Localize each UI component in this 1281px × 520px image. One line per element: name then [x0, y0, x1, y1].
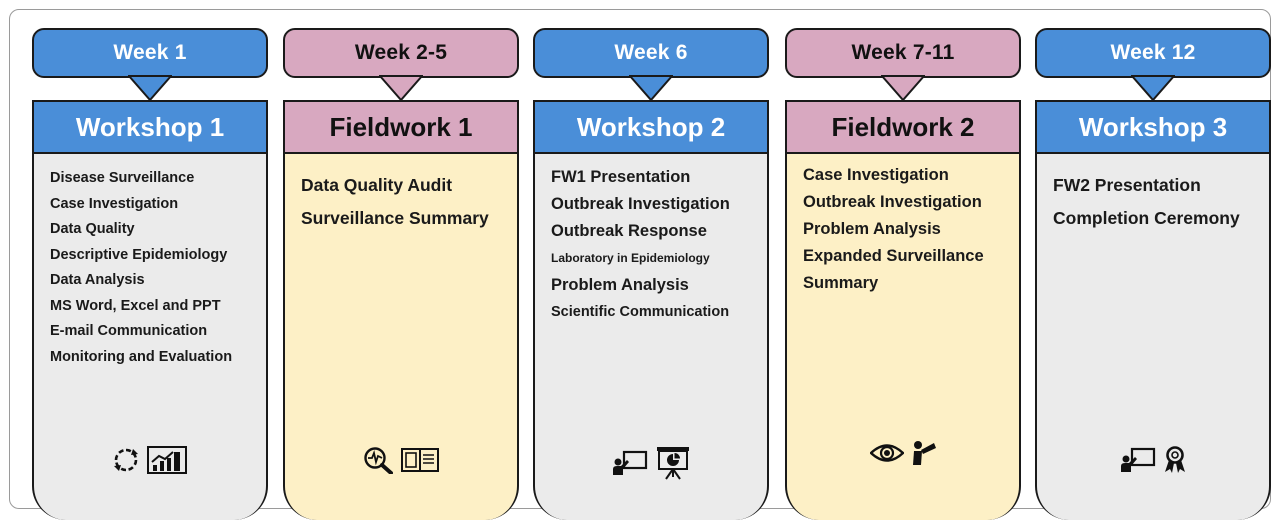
week-label: Week 1 — [32, 28, 268, 78]
arrow-down-icon — [128, 75, 172, 101]
person-telescope-icon — [913, 441, 936, 465]
column-workshop-1: Week 1 Workshop 1 Disease Surveillance C… — [32, 28, 268, 520]
topic-item: MS Word, Excel and PPT — [50, 297, 221, 314]
week-label: Week 12 — [1035, 28, 1271, 78]
topic-list: Data Quality Audit Surveillance Summary — [285, 154, 517, 235]
column-workshop-2: Week 6 Workshop 2 FW1 Presentation Outbr… — [533, 28, 769, 520]
icon-row — [34, 446, 266, 474]
topic-item: FW2 Presentation — [1053, 175, 1201, 195]
topic-list: FW2 Presentation Completion Ceremony — [1037, 154, 1269, 235]
phase-card: Workshop 2 FW1 Presentation Outbreak Inv… — [533, 100, 769, 520]
topic-item: FW1 Presentation — [551, 168, 691, 186]
week-label: Week 2-5 — [283, 28, 519, 78]
topic-item: Problem Analysis — [803, 220, 941, 238]
topic-item: Scientific Communication — [551, 304, 730, 320]
presenter-board-icon — [1121, 447, 1156, 472]
topic-item: Problem Analysis — [551, 276, 689, 294]
bar-chart-icon — [147, 446, 187, 474]
topic-item: Completion Ceremony — [1053, 208, 1240, 228]
phase-card: Fieldwork 2 Case Investigation Outbreak … — [785, 100, 1021, 520]
column-fieldwork-2: Week 7-11 Fieldwork 2 Case Investigation… — [785, 28, 1021, 520]
topic-item: Data Quality Audit — [301, 175, 453, 195]
week-label: Week 7-11 — [785, 28, 1021, 78]
arrow-down-icon — [379, 75, 423, 101]
topic-item: Disease Surveillance — [50, 170, 195, 186]
topic-item: Data Quality — [50, 221, 135, 237]
week-label: Week 6 — [533, 28, 769, 78]
award-ribbon-icon — [1165, 446, 1185, 473]
column-workshop-3: Week 12 Workshop 3 FW2 Presentation Comp… — [1035, 28, 1271, 520]
phase-card: Workshop 1 Disease Surveillance Case Inv… — [32, 100, 268, 520]
arrow-down-icon — [629, 75, 673, 101]
phase-card: Fieldwork 1 Data Quality Audit Surveilla… — [283, 100, 519, 520]
topic-item: Surveillance Summary — [301, 208, 489, 228]
topic-item: Data Analysis — [50, 272, 145, 288]
topic-item: Monitoring and Evaluation — [50, 348, 233, 365]
topic-item: Summary — [803, 274, 879, 292]
column-fieldwork-1: Week 2-5 Fieldwork 1 Data Quality Audit … — [283, 28, 519, 520]
presentation-easel-icon — [657, 447, 689, 480]
topic-list: Case Investigation Outbreak Investigatio… — [787, 154, 1019, 297]
topic-item: Outbreak Response — [551, 222, 707, 240]
eye-icon — [870, 444, 904, 462]
phase-title: Fieldwork 2 — [787, 102, 1019, 154]
topic-item: Outbreak Investigation — [551, 195, 730, 213]
topic-list: FW1 Presentation Outbreak Investigation … — [535, 154, 767, 326]
phase-card: Workshop 3 FW2 Presentation Completion C… — [1035, 100, 1271, 520]
topic-item: Case Investigation — [803, 166, 949, 184]
icon-row — [787, 440, 1019, 466]
icon-row — [285, 446, 517, 474]
open-book-icon — [401, 448, 439, 472]
topic-item: Expanded Surveillance — [803, 247, 984, 265]
arrow-down-icon — [1131, 75, 1175, 101]
topic-item: Outbreak Investigation — [803, 193, 982, 211]
topic-item: Descriptive Epidemiology — [50, 246, 228, 263]
phase-title: Fieldwork 1 — [285, 102, 517, 154]
phase-title: Workshop 3 — [1037, 102, 1269, 154]
phase-title: Workshop 1 — [34, 102, 266, 154]
magnifier-pulse-icon — [364, 447, 393, 474]
topic-item: Case Investigation — [50, 195, 179, 212]
icon-row — [535, 446, 767, 480]
icon-row — [1037, 446, 1269, 474]
arrow-down-icon — [881, 75, 925, 101]
presenter-board-icon — [613, 450, 648, 475]
topic-item: E-mail Communication — [50, 323, 208, 339]
cycle-arrows-icon — [114, 448, 138, 472]
topic-list: Disease Surveillance Case Investigation … — [34, 154, 266, 370]
topic-item: Laboratory in Epidemiology — [551, 251, 710, 265]
phase-title: Workshop 2 — [535, 102, 767, 154]
